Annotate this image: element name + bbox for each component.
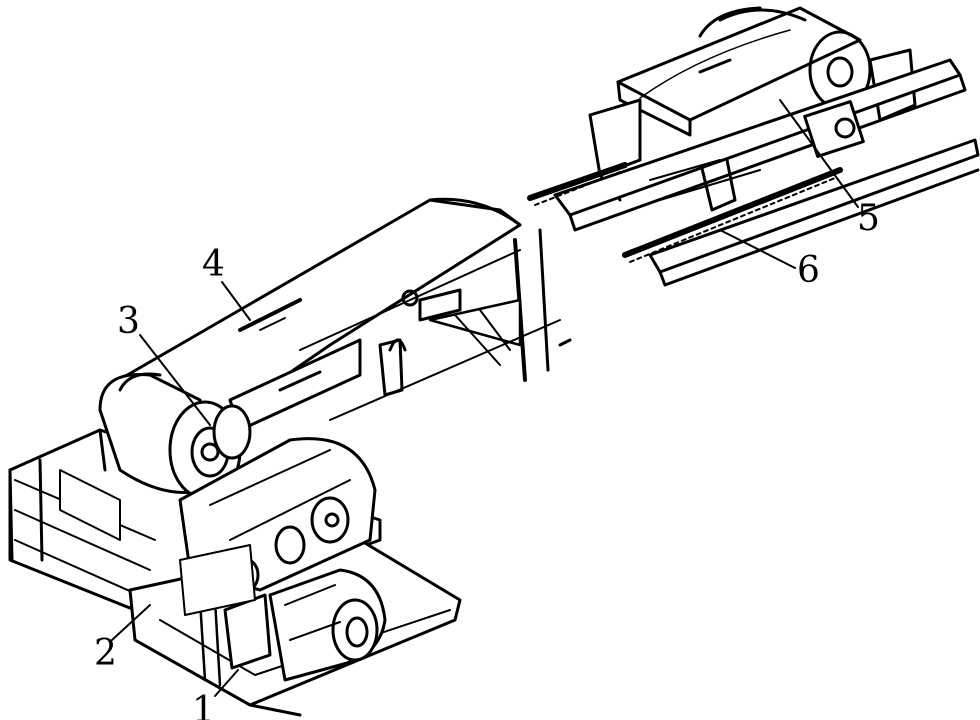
leader-2 (111, 604, 151, 641)
take-up-screw-upper (527, 162, 628, 201)
take-up-screw-lower (622, 167, 843, 258)
leader-3 (139, 334, 211, 426)
tension-bracket (803, 100, 865, 158)
callout-1: 1 (192, 690, 215, 720)
belt-conveyor-body (108, 197, 572, 447)
callout-4: 4 (202, 244, 225, 285)
callout-6: 6 (797, 250, 820, 291)
callout-5: 5 (857, 198, 880, 239)
callout-3: 3 (117, 301, 140, 342)
drive-unit (8, 372, 462, 717)
tail-end-assembly (527, 6, 980, 287)
callout-labels: 1 2 3 4 5 6 (94, 198, 880, 720)
leader-lines (111, 99, 859, 697)
leader-5 (779, 99, 859, 208)
leader-6 (719, 229, 796, 269)
leader-4 (221, 281, 251, 321)
leader-1 (214, 669, 239, 697)
callout-2: 2 (94, 633, 117, 674)
